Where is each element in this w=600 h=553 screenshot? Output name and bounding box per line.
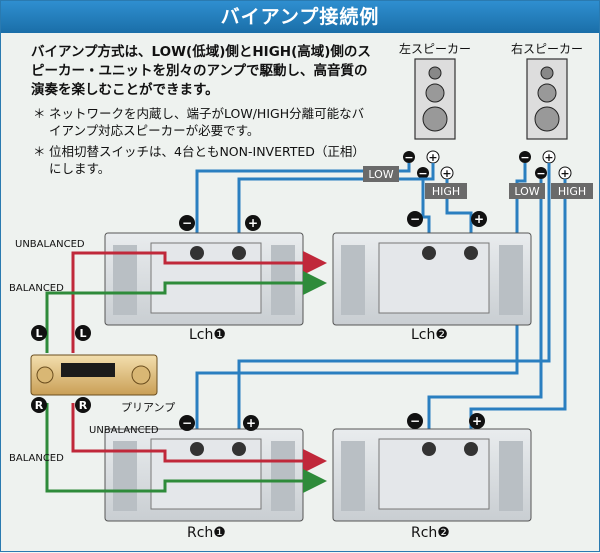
left-mark-1: L — [35, 327, 42, 340]
amp-lch2: Lch❷ — [332, 232, 532, 343]
right-mark-1: R — [35, 399, 44, 412]
svg-text:−: − — [536, 167, 545, 180]
left-speaker-terminals: − + + − — [403, 150, 454, 180]
amp-lch1: Lch❶ — [104, 232, 304, 343]
svg-text:−: − — [182, 216, 192, 230]
amp-rch2: Rch❷ — [332, 428, 532, 541]
note-1-text: ネットワークを内蔵し、端子がLOW/HIGH分離可能なバイアンプ対応スピーカーが… — [49, 106, 365, 138]
unbalanced-label-bottom: UNBALANCED — [89, 425, 159, 436]
amp-rch2-label: Rch❷ — [411, 525, 450, 541]
amp-lch2-label: Lch❷ — [411, 327, 448, 343]
note-2-mark: ＊ — [33, 144, 46, 159]
amp-lch1-label: Lch❶ — [189, 327, 226, 343]
preamp-label: プリアンプ — [121, 401, 175, 414]
amp-polarity-markers: − + − + − + − + — [179, 211, 487, 431]
amp-rch1: Rch❶ — [104, 428, 304, 541]
signal-cables — [45, 251, 327, 493]
svg-text:+: + — [472, 414, 482, 428]
svg-text:+: + — [246, 416, 256, 430]
svg-text:−: − — [404, 151, 413, 164]
note-2: ＊ 位相切替スイッチは、4台ともNON-INVERTED（正相）にします。 — [33, 143, 369, 177]
right-high-label: HIGH — [558, 185, 586, 198]
balanced-label-bottom: BALANCED — [9, 453, 64, 464]
left-low-label: LOW — [368, 168, 393, 181]
amp-rch1-label: Rch❶ — [187, 525, 226, 541]
preamp: プリアンプ — [30, 354, 175, 414]
svg-text:−: − — [520, 151, 529, 164]
svg-text:+: + — [248, 216, 258, 230]
svg-text:+: + — [474, 212, 484, 226]
right-speaker-label: 右スピーカー — [511, 41, 583, 56]
svg-text:−: − — [410, 414, 420, 428]
left-speaker-label: 左スピーカー — [399, 41, 471, 56]
svg-text:−: − — [418, 167, 427, 180]
note-1: ＊ ネットワークを内蔵し、端子がLOW/HIGH分離可能なバイアンプ対応スピーカ… — [33, 105, 369, 139]
right-speaker-terminals: − + + − — [519, 150, 572, 180]
balanced-label-top: BALANCED — [9, 283, 64, 294]
note-1-mark: ＊ — [33, 106, 46, 121]
left-speaker: 左スピーカー — [399, 41, 471, 140]
unbalanced-label-top: UNBALANCED — [15, 239, 85, 250]
svg-text:+: + — [428, 151, 437, 164]
left-mark-2: L — [79, 327, 86, 340]
right-low-label: LOW — [514, 185, 539, 198]
note-2-text: 位相切替スイッチは、4台ともNON-INVERTED（正相）にします。 — [49, 144, 365, 176]
intro-text: バイアンプ方式は、LOW(低域)側とHIGH(高域)側のスピーカー・ユニットを別… — [31, 44, 371, 98]
svg-text:+: + — [442, 167, 451, 180]
svg-text:+: + — [560, 167, 569, 180]
right-speaker: 右スピーカー — [511, 41, 583, 140]
svg-text:−: − — [182, 416, 192, 430]
svg-text:+: + — [544, 151, 553, 164]
page-title: バイアンプ接続例 — [1, 1, 599, 33]
right-mark-2: R — [79, 399, 88, 412]
left-high-label: HIGH — [432, 185, 460, 198]
svg-text:−: − — [410, 212, 420, 226]
